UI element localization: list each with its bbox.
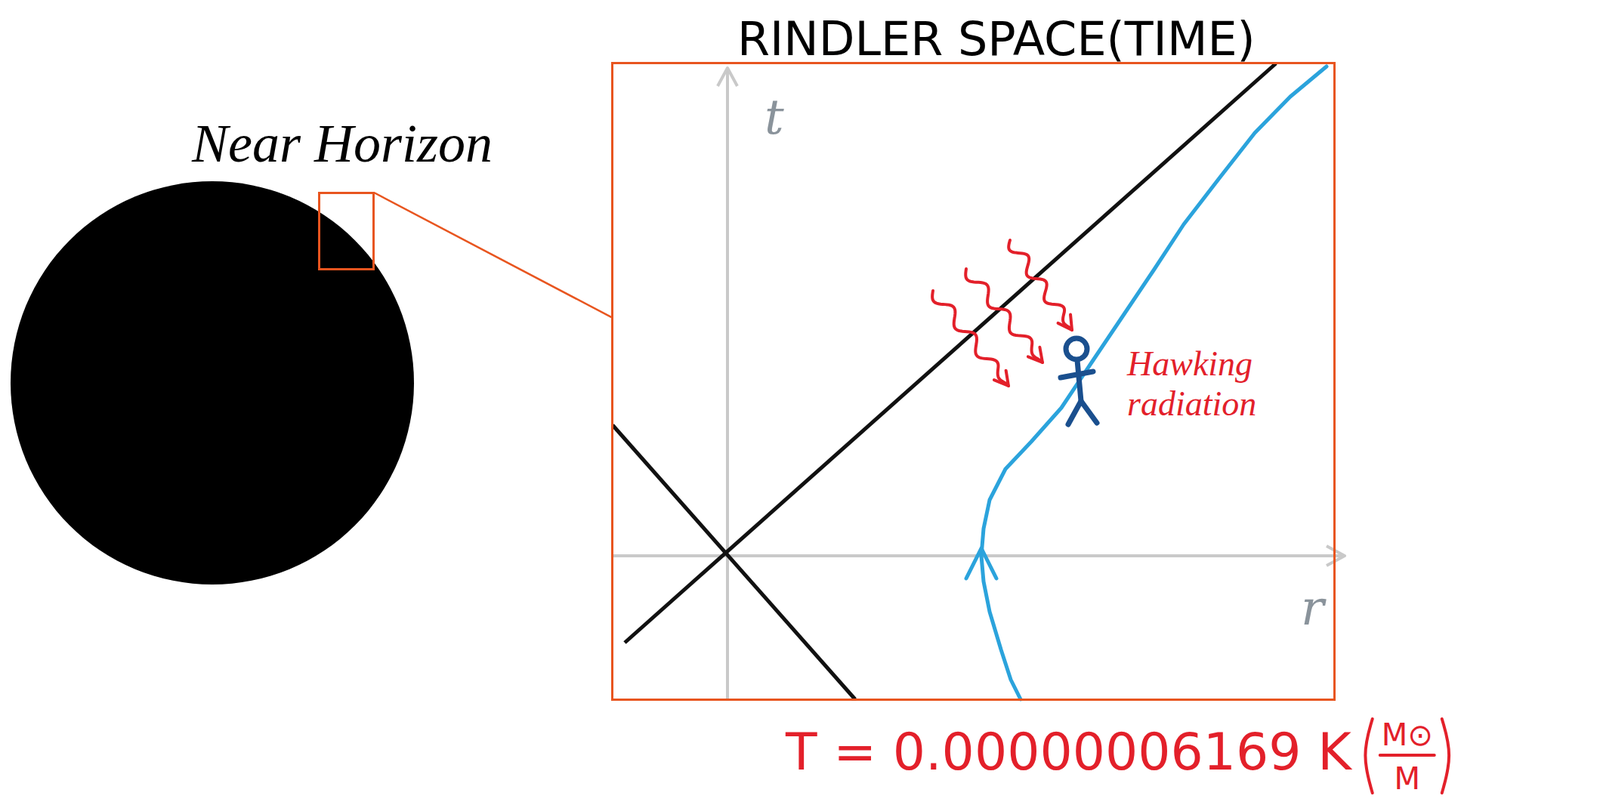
stick-figure xyxy=(1060,338,1097,425)
radiation-arrowhead xyxy=(1058,315,1072,331)
figure-body xyxy=(1077,360,1082,402)
radiation-wave xyxy=(932,290,1009,387)
radiation-arrowhead xyxy=(994,370,1009,387)
close-parenthesis xyxy=(1442,719,1449,794)
fraction-numerator: M⊙ xyxy=(1381,717,1434,753)
fraction-denominator: M xyxy=(1393,761,1421,797)
axis-label: r xyxy=(1300,580,1325,637)
radiation-arrowhead xyxy=(1028,347,1043,363)
r-axis-arrowhead xyxy=(1326,546,1345,566)
annotation: Hawking radiation xyxy=(1127,344,1301,425)
formula: T = 0.00000006169 K xyxy=(785,722,1352,782)
t-axis-arrowhead xyxy=(717,67,738,87)
observer-worldline xyxy=(981,66,1327,700)
figure-head xyxy=(1065,338,1088,360)
open-parenthesis xyxy=(1365,719,1372,794)
t-axis xyxy=(725,67,729,700)
heading: Near Horizon xyxy=(191,112,493,176)
worldline-arrowhead xyxy=(966,548,997,579)
zoom-region: Near Horizon xyxy=(318,191,375,271)
axis-label: t xyxy=(764,89,785,146)
heading: RINDLER SPACE(TIME) xyxy=(737,11,1256,67)
figure-arms xyxy=(1060,371,1094,378)
radiation-wave xyxy=(965,268,1043,363)
fraction-bar xyxy=(1380,753,1435,757)
figure-legs xyxy=(1068,401,1097,425)
radiation-wave xyxy=(1008,240,1072,331)
past-horizon-line xyxy=(612,425,856,700)
black-hole xyxy=(10,181,414,585)
zoom-leader xyxy=(373,192,612,318)
